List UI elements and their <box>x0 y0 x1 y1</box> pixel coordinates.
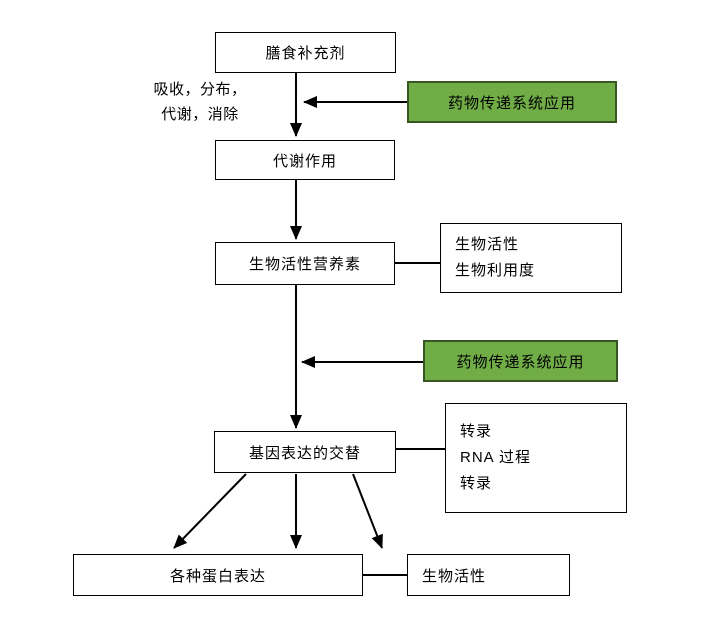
node-bioactivity-bottom-label: 生物活性 <box>422 567 487 585</box>
node-gene-expression: 基因表达的交替 <box>214 431 396 473</box>
arrow-gene-to-protein-left <box>173 473 247 549</box>
arrow-gene-to-protein-right <box>352 473 383 549</box>
node-dietary-supplement-label: 膳食补充剂 <box>265 45 346 62</box>
node-gene-expression-label: 基因表达的交替 <box>248 444 361 462</box>
node-transcription-detail-line-3: 转录 <box>460 475 493 492</box>
adme-annotation: 吸收，分布， 代谢，消除 <box>140 77 260 127</box>
node-transcription-detail-line-1: 转录 <box>460 423 493 440</box>
node-transcription-detail: 转录 RNA 过程 转录 <box>445 403 627 513</box>
adme-annotation-line-2: 代谢，消除 <box>161 106 239 123</box>
node-protein-expression-label: 各种蛋白表达 <box>169 567 266 585</box>
node-bioactivity-bottom: 生物活性 <box>407 554 570 596</box>
node-metabolism-label: 代谢作用 <box>272 152 337 170</box>
node-bioactive-nutrient-label: 生物活性营养素 <box>248 256 361 273</box>
adme-annotation-line-1: 吸收，分布， <box>153 81 247 98</box>
node-bioactivity-detail-line-1: 生物活性 <box>455 236 520 253</box>
node-bioactive-nutrient: 生物活性营养素 <box>215 242 395 285</box>
node-drug-delivery-system-top-label: 药物传递系统应用 <box>447 94 576 112</box>
node-drug-delivery-system-top: 药物传递系统应用 <box>407 81 617 123</box>
node-protein-expression: 各种蛋白表达 <box>73 554 363 596</box>
node-metabolism: 代谢作用 <box>215 140 395 180</box>
node-dietary-supplement: 膳食补充剂 <box>215 32 396 73</box>
node-transcription-detail-line-2: RNA 过程 <box>460 449 532 466</box>
node-bioactivity-detail: 生物活性 生物利用度 <box>440 223 622 293</box>
node-drug-delivery-system-mid-label: 药物传递系统应用 <box>456 353 585 371</box>
node-drug-delivery-system-mid: 药物传递系统应用 <box>423 340 618 382</box>
node-bioactivity-detail-line-2: 生物利用度 <box>455 262 536 279</box>
